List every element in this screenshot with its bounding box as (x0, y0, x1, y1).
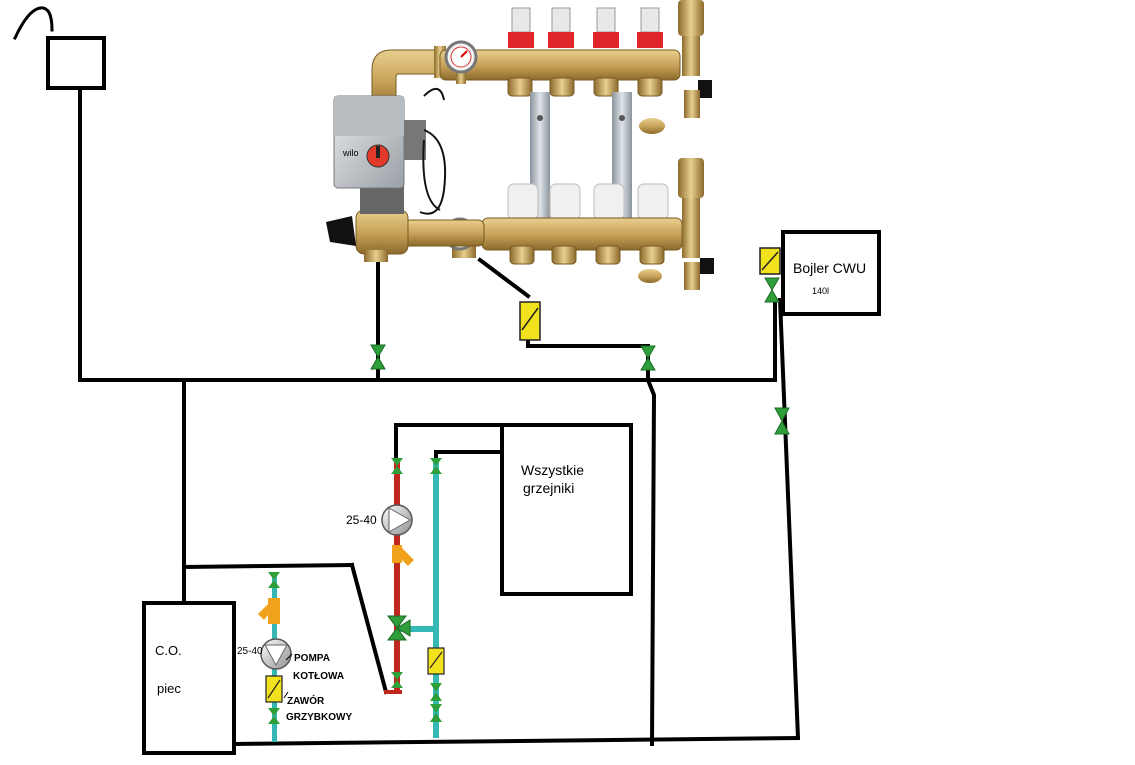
pump-upper-model: 25-40 (346, 513, 377, 527)
boiler-cwu-box (781, 230, 881, 316)
ball-valve-icon (370, 344, 386, 370)
ball-valve-icon (640, 345, 656, 371)
radiators-label-line1: Wszystkie (521, 462, 584, 478)
ball-valve-icon (268, 572, 280, 588)
boiler-capacity-label: 140l (812, 286, 829, 296)
circulation-pump-icon (381, 504, 413, 536)
thermometer-icon (444, 40, 478, 84)
ball-valve-icon (391, 672, 403, 688)
check-valve-icon (519, 301, 541, 341)
pump-lower-model: 25-40 (237, 646, 263, 657)
y-strainer-icon (392, 545, 414, 566)
circulation-pump-icon (260, 638, 292, 670)
boiler-pump-label-line2: KOTŁOWA (293, 671, 344, 682)
radiator-supply-pipe (394, 458, 400, 694)
boiler-pump-label-line1: POMPA (294, 653, 330, 664)
circulation-pump-icon: wilo (333, 95, 426, 214)
radiators-box (500, 423, 633, 596)
ball-valve-icon (764, 277, 780, 303)
ball-valve-icon (391, 458, 403, 474)
ball-valve-icon (774, 407, 790, 435)
expansion-tank-icon (46, 36, 106, 90)
furnace-label-line1: C.O. (155, 643, 182, 658)
pump-brand-label: wilo (342, 148, 359, 158)
ball-valve-icon (430, 704, 442, 722)
y-strainer-icon (258, 598, 280, 624)
furnace-label-line2: piec (157, 681, 181, 696)
mushroom-valve-label-line2: GRZYBKOWY (286, 712, 352, 723)
three-way-valve-icon (387, 615, 411, 641)
furnace-box (142, 601, 236, 755)
pipe-network (13, 6, 801, 747)
ball-valve-icon (430, 458, 442, 474)
ball-valve-icon (268, 708, 280, 724)
mushroom-valve-label-line1: ZAWÓR (287, 694, 325, 707)
check-valve-icon (265, 675, 283, 703)
ball-valve-icon (430, 683, 442, 701)
check-valve-icon (427, 647, 445, 675)
manifold-icon: wilo (326, 0, 714, 290)
boiler-cwu-label: Bojler CWU (793, 260, 866, 276)
radiators-label-line2: grzejniki (523, 480, 574, 496)
check-valve-icon (759, 247, 781, 275)
radiator-return-pipe (400, 458, 439, 738)
